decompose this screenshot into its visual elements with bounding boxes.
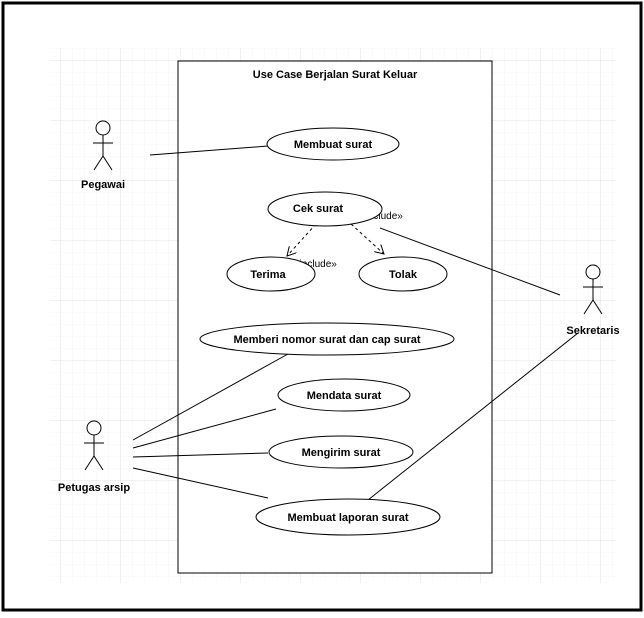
- actor-petugas-arsip-icon[interactable]: [84, 420, 104, 471]
- associations: [132, 145, 579, 501]
- use-case-label: Mengirim surat: [302, 447, 381, 459]
- actor-pegawai-icon[interactable]: [93, 120, 113, 171]
- use-case-label: Membuat laporan surat: [287, 512, 408, 524]
- use-case-cek-surat[interactable]: Cek surat: [267, 191, 383, 227]
- assoc-arsip-mendata: [132, 408, 277, 449]
- include-arrow-terima: [287, 223, 317, 256]
- assoc-arsip-memberi-nomor: [132, 353, 289, 441]
- use-case-label: Tolak: [389, 269, 418, 281]
- use-case-label: Mendata surat: [307, 390, 382, 402]
- include-dependencies: [287, 223, 384, 256]
- actor-sekretaris-icon[interactable]: [583, 264, 603, 315]
- use-case-label: Cek surat: [293, 203, 343, 215]
- use-case-mendata-surat[interactable]: Mendata surat: [277, 378, 411, 412]
- use-case-terima[interactable]: Terima: [226, 256, 316, 292]
- use-case-membuat-surat[interactable]: Membuat surat: [266, 127, 400, 161]
- assoc-arsip-mengirim: [132, 452, 269, 458]
- use-case-memberi-nomor[interactable]: Memberi nomor surat dan cap surat: [199, 322, 455, 356]
- use-case-label: Memberi nomor surat dan cap surat: [233, 334, 420, 346]
- include-label-terima: «include»: [294, 259, 337, 270]
- include-label-cek: «include»: [360, 211, 403, 222]
- assoc-sekretaris-laporan: [367, 332, 579, 501]
- assoc-arsip-laporan: [132, 467, 269, 499]
- actor-sekretaris-label: Sekretaris: [566, 325, 619, 337]
- use-case-membuat-laporan[interactable]: Membuat laporan surat: [255, 498, 441, 536]
- actor-pegawai-label: Pegawai: [81, 179, 125, 191]
- use-case-mengirim-surat[interactable]: Mengirim surat: [268, 435, 414, 469]
- use-case-label: Terima: [250, 269, 286, 281]
- assoc-pegawai-membuat-surat: [149, 145, 269, 156]
- use-case-label: Membuat surat: [294, 139, 373, 151]
- use-case-tolak[interactable]: Tolak: [358, 256, 448, 292]
- include-arrow-tolak: [350, 223, 384, 254]
- system-title: Use Case Berjalan Surat Keluar: [253, 69, 418, 81]
- assoc-sekretaris-cek-surat: [379, 227, 561, 296]
- actor-petugas-arsip-label: Petugas arsip: [58, 482, 130, 494]
